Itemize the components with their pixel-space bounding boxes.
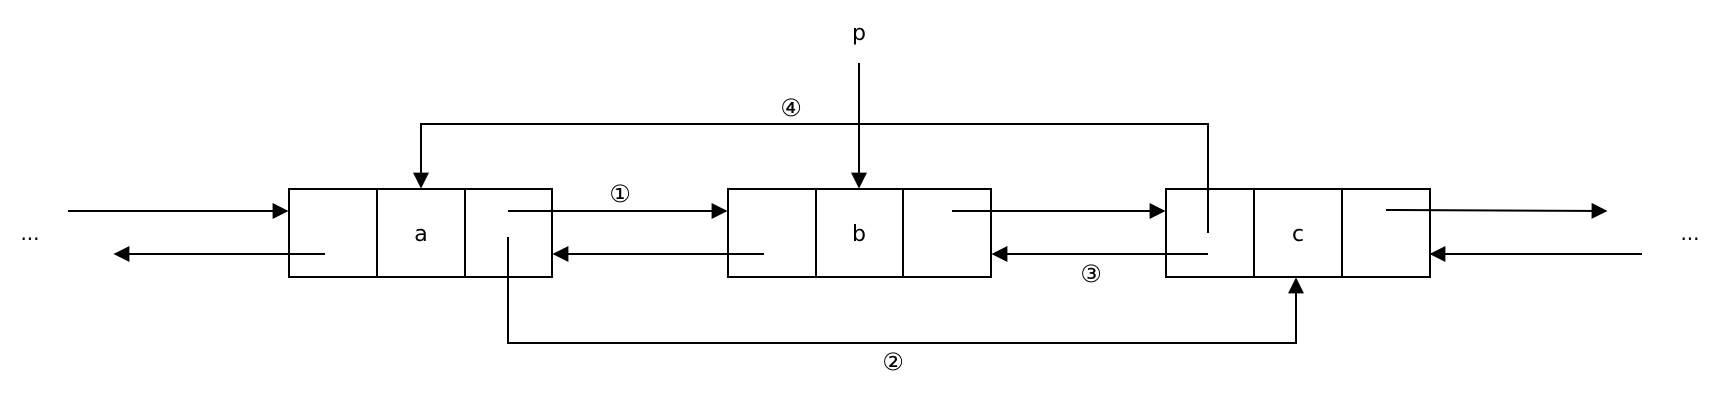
right-ellipsis: ... <box>1680 221 1699 245</box>
step1-label: ① <box>609 180 631 208</box>
c-next-outgoing-arrow <box>1385 202 1608 219</box>
step2-label: ② <box>882 348 904 376</box>
pointer-label: p <box>852 21 866 46</box>
node-b-value: b <box>852 222 866 247</box>
step3-label: ③ <box>1080 260 1102 288</box>
step2-a-next-to-c-arrow <box>507 237 1304 344</box>
left-ellipsis: ... <box>20 221 39 245</box>
node-c: c <box>1165 188 1431 278</box>
step4-c-prev-to-a-arrow <box>413 123 1209 233</box>
node-a-value: a <box>414 222 427 247</box>
node-c-value: c <box>1292 222 1304 247</box>
node-b: b <box>727 188 992 278</box>
step4-label: ④ <box>780 94 802 122</box>
node-a: a <box>288 188 553 278</box>
